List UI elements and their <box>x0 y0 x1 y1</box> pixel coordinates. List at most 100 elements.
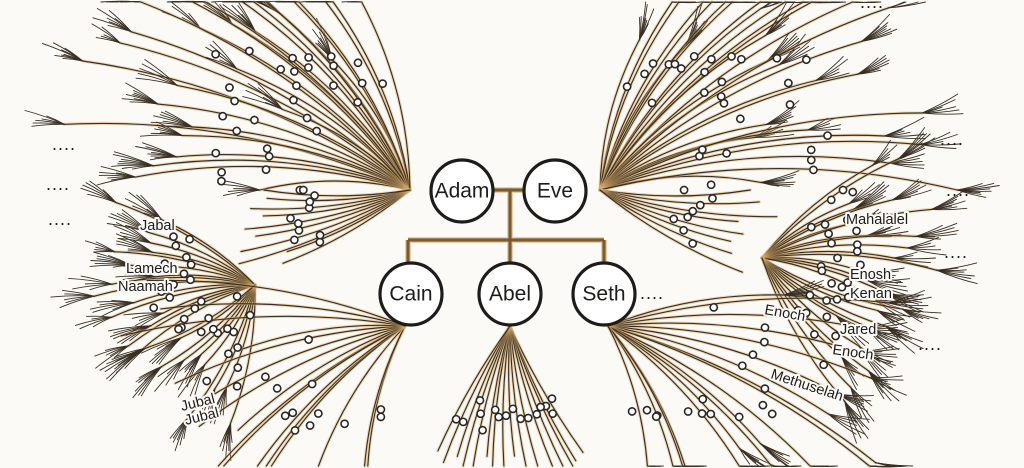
branch-line <box>262 189 411 217</box>
branch-line <box>298 1 411 191</box>
branch-line <box>765 24 786 36</box>
leaf-dot <box>186 275 195 285</box>
leaf-dot <box>224 349 233 359</box>
leaf-dot <box>169 280 178 289</box>
leaf-dot <box>676 64 686 73</box>
node-seth[interactable]: Seth <box>571 261 637 327</box>
leaf-dot <box>293 219 303 228</box>
branch-line <box>599 34 767 191</box>
node-abel[interactable]: Abel <box>477 261 543 327</box>
leaf-dot <box>288 408 298 418</box>
leaf-dot <box>196 327 206 337</box>
leaf-dot <box>785 100 795 109</box>
leaf-dot <box>262 144 272 154</box>
branch-line <box>607 325 740 467</box>
leaf-dot <box>501 411 511 421</box>
branch-line <box>827 413 857 435</box>
leaf-dot <box>699 88 709 98</box>
leaf-dot <box>476 409 486 419</box>
label-enoch-1: Enoch <box>763 302 806 325</box>
branch-line <box>364 325 406 467</box>
leaf-dot <box>826 195 836 205</box>
branch-network <box>24 0 1000 468</box>
branch-line <box>222 183 261 191</box>
branch-line <box>607 297 889 327</box>
leaf-dot <box>642 405 652 415</box>
branch-line <box>332 1 411 191</box>
branch-line <box>760 181 780 187</box>
leaf-dot <box>304 335 314 344</box>
leaf-dot <box>823 131 832 140</box>
branch-line <box>761 257 868 281</box>
leaf-dot <box>217 167 227 177</box>
leaf-dot <box>801 55 811 65</box>
leaf-dot <box>290 425 300 435</box>
leaf-dot <box>233 343 242 352</box>
leaf-dot <box>806 222 816 232</box>
leaf-dot <box>698 394 708 404</box>
leaf-dot <box>548 409 558 419</box>
branch-line <box>46 115 65 125</box>
branch-line <box>486 325 511 457</box>
leaf-dot <box>508 404 518 414</box>
branch-line <box>437 325 511 452</box>
leaf-dot <box>669 214 679 224</box>
branch-line <box>238 2 256 32</box>
branch-line <box>936 269 972 279</box>
ellipsis-seth: .... <box>640 283 664 303</box>
branch-line <box>936 262 978 271</box>
branch-line <box>607 325 741 450</box>
branch-line <box>52 42 84 62</box>
leaf-dot <box>700 67 710 77</box>
node-cain[interactable]: Cain <box>378 261 444 327</box>
branch-line <box>132 366 163 399</box>
label-naamah: Naamah <box>118 279 173 295</box>
branch-line <box>68 277 113 285</box>
leaf-dot <box>651 412 661 421</box>
branch-line <box>286 189 411 253</box>
branch-line <box>226 284 256 388</box>
branch-line <box>138 366 163 379</box>
branch-line <box>456 325 511 457</box>
branch-line <box>778 53 808 66</box>
branch-line <box>869 377 907 396</box>
leaf-dot <box>196 297 206 306</box>
branch-line <box>199 27 411 191</box>
branch-line <box>223 180 261 191</box>
branch-line <box>931 207 968 211</box>
leaf-dot <box>832 295 842 304</box>
branch-line <box>841 356 857 390</box>
leaf-dot <box>695 200 705 210</box>
branch-line <box>192 1 411 191</box>
branch-line <box>259 180 411 191</box>
node-eve-label: Eve <box>537 180 573 203</box>
branch-line <box>89 180 117 204</box>
node-adam[interactable]: Adam <box>429 158 495 224</box>
branch-line <box>607 322 859 353</box>
leaf-dot <box>288 53 298 63</box>
branch-line <box>760 170 800 183</box>
node-eve[interactable]: Eve <box>522 158 588 224</box>
label-mahalalel: Mahalalel <box>846 212 908 228</box>
branch-line <box>462 325 511 467</box>
branch-line <box>599 1 761 191</box>
branch-line <box>502 325 511 467</box>
branch-line <box>139 134 183 137</box>
leaf-dot <box>186 260 196 270</box>
branch-line <box>811 1 847 4</box>
branch-line <box>140 194 163 221</box>
branch-line <box>223 325 406 467</box>
ellipsis-right-4: .... <box>918 334 942 354</box>
leaf-dot <box>842 215 852 225</box>
leaf-dot <box>294 226 304 235</box>
branch-line <box>761 250 895 259</box>
branch-line <box>162 284 256 314</box>
leaf-dot <box>490 405 500 415</box>
branch-line <box>868 370 885 400</box>
branch-line <box>189 363 206 379</box>
branch-line <box>132 239 153 253</box>
branch-line <box>80 275 113 285</box>
branch-line <box>219 422 232 448</box>
branch-line <box>607 325 871 379</box>
leaf-dot <box>809 329 819 339</box>
